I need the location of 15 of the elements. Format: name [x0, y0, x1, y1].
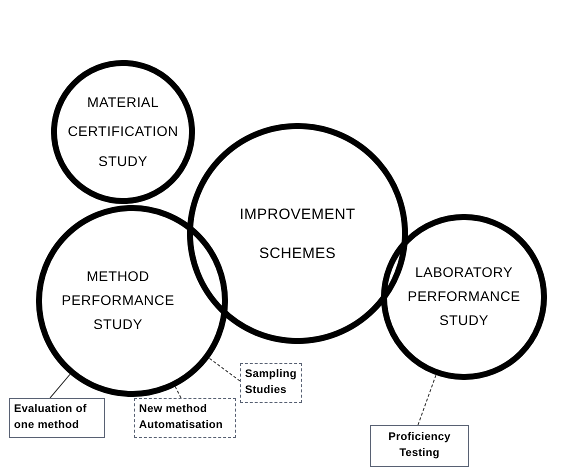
- circle-label: IMPROVEMENT SCHEMES: [238, 204, 356, 264]
- note-text: Evaluation of one method: [14, 402, 88, 433]
- note-text: New method Automatisation: [139, 402, 224, 433]
- circle-label: LABORATORY PERFORMANCE STUDY: [406, 263, 522, 330]
- circle-label: MATERIAL CERTIFICATION STUDY: [66, 92, 180, 171]
- note-box: [134, 398, 236, 438]
- note-box: [9, 398, 105, 438]
- note-text: Proficiency Testing: [387, 430, 452, 461]
- leader-line: [174, 386, 182, 398]
- note-text: Sampling Studies: [245, 367, 297, 398]
- leader-line: [208, 358, 240, 382]
- leader-line: [418, 374, 436, 426]
- circle-label: METHOD PERFORMANCE STUDY: [60, 267, 176, 334]
- leader-line: [50, 374, 71, 398]
- note-box: [370, 425, 469, 467]
